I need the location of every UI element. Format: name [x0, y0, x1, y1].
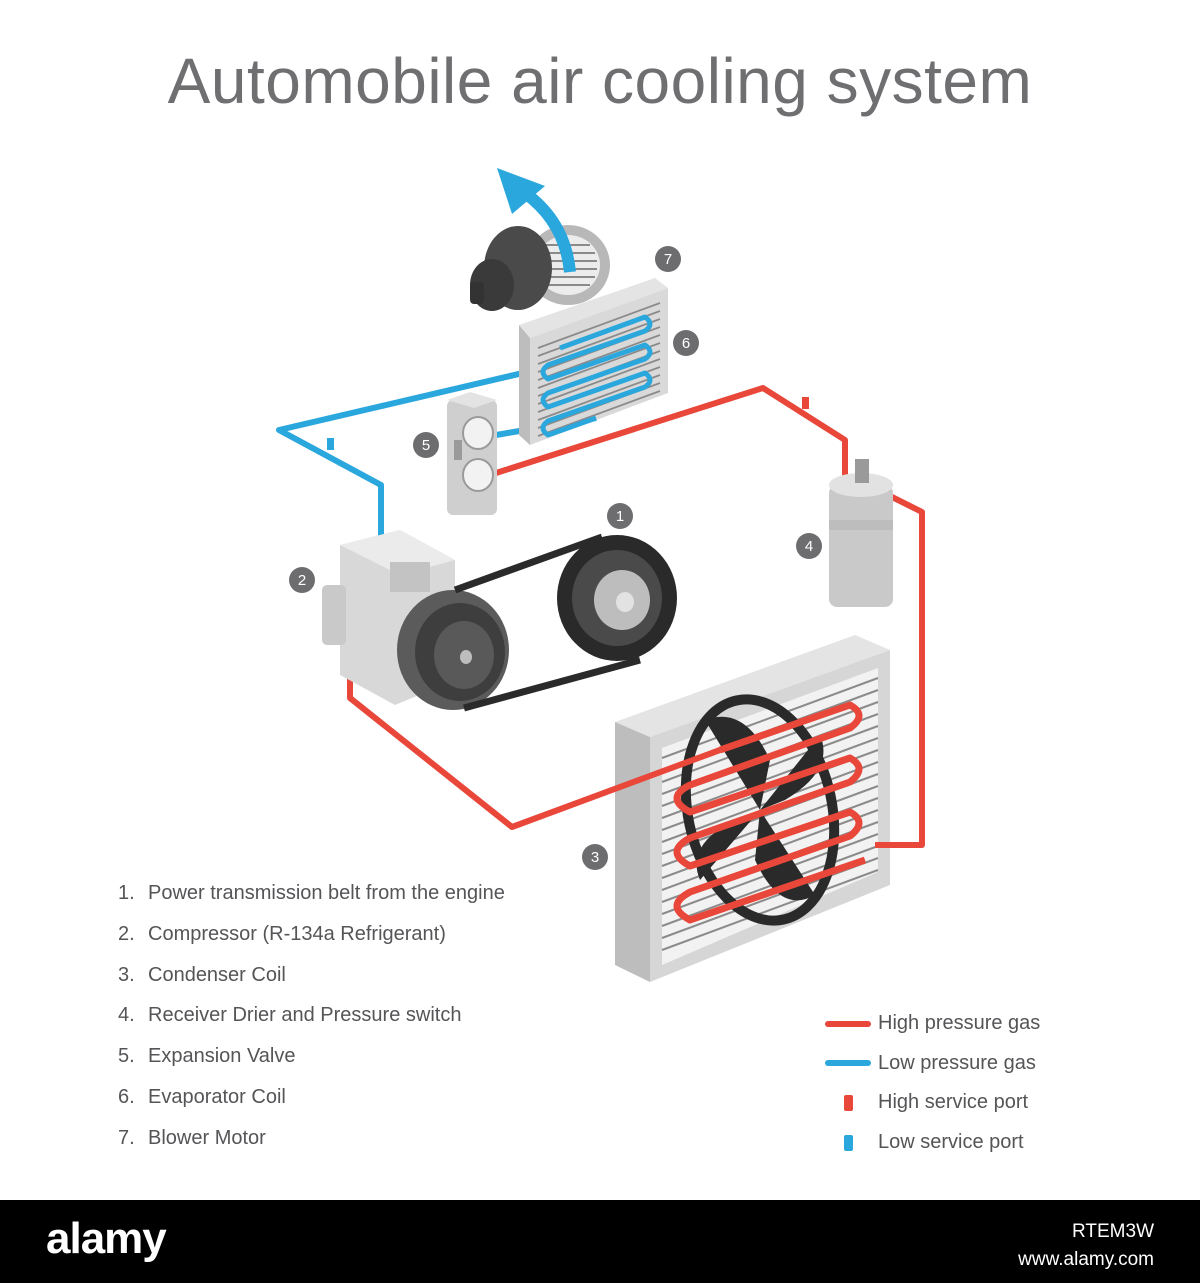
low-pressure-line-icon: [825, 1060, 871, 1067]
low-pressure-line: [276, 352, 601, 545]
page-title: Automobile air cooling system: [167, 45, 1033, 117]
svg-text:6: 6: [682, 335, 690, 352]
image-id: RTEM3W: [1072, 1221, 1154, 1242]
compressor: [322, 530, 509, 710]
parts-list: 1.Power transmission belt from the engin…: [118, 878, 505, 1164]
high-service-port-icon: [843, 1094, 853, 1111]
blower-motor: [470, 225, 610, 311]
legend-high-pressure: High pressure gas: [818, 1004, 1040, 1044]
low-service-port-icon: [843, 1134, 853, 1151]
parts-list-item: 7.Blower Motor: [118, 1126, 266, 1149]
watermark-footer: alamy RTEM3W www.alamy.com: [0, 1200, 1200, 1283]
legend-low-service-port: Low service port: [818, 1123, 1040, 1163]
marker-3: 3: [582, 844, 608, 870]
low-service-port: [327, 438, 334, 450]
parts-list-item: 3.Condenser Coil: [118, 963, 286, 986]
parts-list-item: 2.Compressor (R-134a Refrigerant): [118, 922, 446, 945]
expansion-valve: [447, 392, 497, 515]
marker-1: 1: [607, 503, 633, 529]
legend-high-service-port: High service port: [818, 1083, 1040, 1123]
brand-logo: alamy: [46, 1214, 167, 1263]
svg-text:5: 5: [422, 437, 430, 454]
marker-6: 6: [673, 330, 699, 356]
high-pressure-line-a: [495, 385, 848, 478]
receiver-drier: [829, 459, 893, 607]
marker-4: 4: [796, 533, 822, 559]
parts-list-item: 4.Receiver Drier and Pressure switch: [118, 1004, 462, 1027]
high-pressure-line-icon: [825, 1020, 871, 1027]
high-service-port: [802, 397, 809, 409]
airflow-arrowhead-icon: [497, 168, 545, 214]
marker-5: 5: [413, 432, 439, 458]
svg-text:1: 1: [616, 508, 624, 525]
evaporator-coil-line: [540, 314, 653, 438]
svg-text:3: 3: [591, 849, 599, 866]
svg-text:4: 4: [805, 538, 813, 555]
cooling-system-diagram: 1 2 3 4 5 6 7: [276, 168, 925, 982]
high-pressure-line-b: [875, 489, 925, 848]
marker-7: 7: [655, 246, 681, 272]
condenser-coil-line: [673, 701, 867, 924]
evaporator-coil: [519, 278, 668, 445]
condenser-coil: [615, 635, 890, 982]
airflow-arrow-icon: [521, 188, 576, 273]
marker-2: 2: [289, 567, 315, 593]
legend: High pressure gas Low pressure gas High …: [818, 1004, 1040, 1162]
parts-list-item: 6.Evaporator Coil: [118, 1085, 286, 1108]
legend-low-pressure: Low pressure gas: [818, 1044, 1040, 1084]
drive-belt: [453, 533, 677, 712]
svg-text:7: 7: [664, 251, 672, 268]
image-reference: RTEM3W www.alamy.com: [1018, 1218, 1154, 1274]
svg-text:2: 2: [298, 572, 306, 589]
parts-list-item: 1.Power transmission belt from the engin…: [118, 882, 505, 904]
site-url: www.alamy.com: [1018, 1249, 1154, 1270]
parts-list-item: 5.Expansion Valve: [118, 1045, 296, 1068]
